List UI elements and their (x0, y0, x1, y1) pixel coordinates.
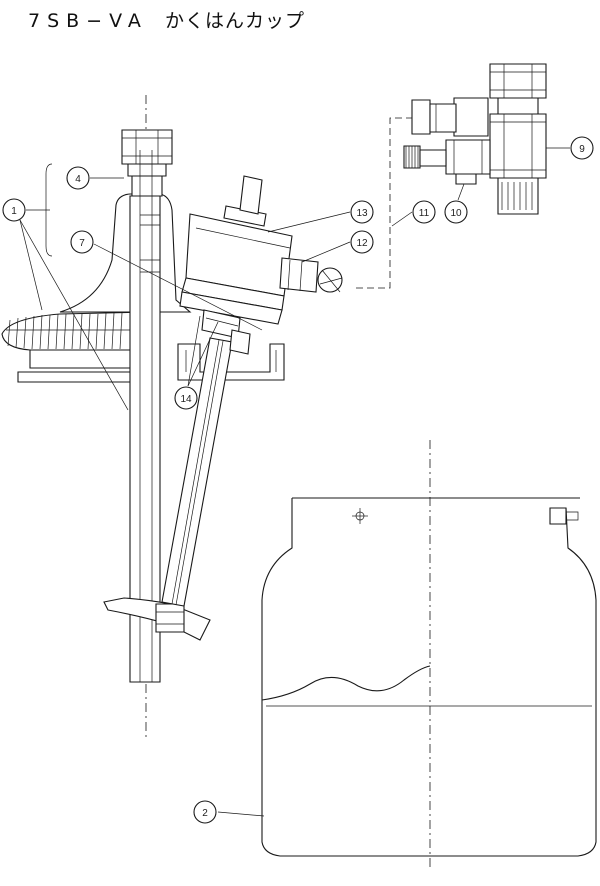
callout-9: 9 (570, 136, 594, 160)
cup-container (261, 440, 597, 870)
svg-text:7: 7 (79, 238, 85, 249)
lid-assembly (1, 95, 285, 740)
air-hose-path (356, 117, 412, 289)
callout-12: 12 (350, 230, 374, 254)
callout-4: 4 (66, 166, 90, 190)
valve-assembly (403, 63, 547, 215)
part-name: かくはんカップ (164, 10, 305, 32)
leader-lines (19, 147, 570, 817)
svg-text:9: 9 (579, 144, 585, 155)
callout-10: 10 (444, 200, 468, 224)
callout-13: 13 (350, 200, 374, 224)
drawing-title: 7SB−VA かくはんカップ (28, 6, 305, 33)
knurl-pattern (7, 312, 123, 350)
air-motor (161, 175, 343, 607)
callout-14: 14 (174, 386, 198, 410)
svg-text:4: 4 (75, 174, 81, 185)
callout-1: 1 (2, 198, 26, 222)
callout-2: 2 (193, 800, 217, 824)
callout-11: 11 (412, 200, 436, 224)
model-code: 7SB−VA (28, 10, 148, 32)
svg-text:10: 10 (450, 208, 462, 219)
svg-text:1: 1 (11, 206, 17, 217)
svg-text:13: 13 (356, 208, 368, 219)
callout-7: 7 (70, 230, 94, 254)
svg-text:12: 12 (356, 238, 368, 249)
svg-text:2: 2 (202, 808, 208, 819)
svg-text:11: 11 (419, 208, 430, 219)
svg-text:14: 14 (180, 394, 192, 405)
